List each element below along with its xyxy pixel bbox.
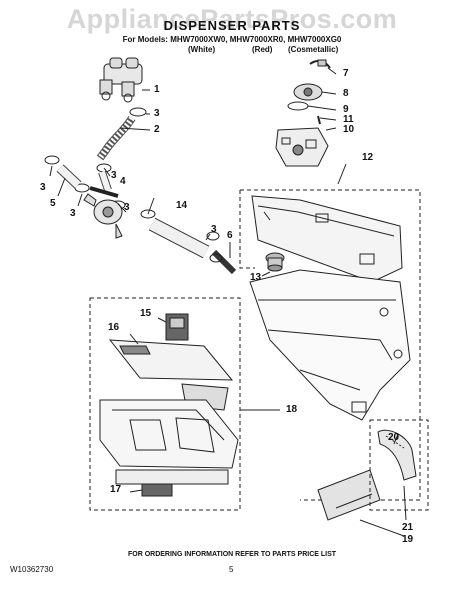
callout-1: 1 xyxy=(154,84,160,95)
siphon-part-20 xyxy=(377,429,417,481)
drawer-handle-part-19 xyxy=(317,469,381,521)
models-line: For Models: MHW7000XW0, MHW7000XR0, MHW7… xyxy=(122,35,342,44)
callout-10: 10 xyxy=(343,124,355,135)
callout-13: 13 xyxy=(250,272,262,283)
callout-3-e: 3 xyxy=(124,202,130,213)
watermark: AppliancePartsPros.com xyxy=(66,4,398,34)
nozzle-housing xyxy=(83,186,123,239)
document-number: W10362730 xyxy=(10,565,54,574)
callout-16: 16 xyxy=(108,322,120,333)
callout-3-a: 3 xyxy=(154,108,160,119)
callout-9: 9 xyxy=(343,104,349,115)
callout-20: 20 xyxy=(388,432,400,443)
water-valve-part-1 xyxy=(99,57,143,103)
actuator-part-10 xyxy=(275,127,329,167)
callout-3-b: 3 xyxy=(111,170,117,181)
callout-3-f: 3 xyxy=(211,224,217,235)
ordering-note: FOR ORDERING INFORMATION REFER TO PARTS … xyxy=(127,551,337,558)
callout-3-c: 3 xyxy=(40,182,46,193)
corrugated-hose-part-2 xyxy=(96,115,136,161)
callout-14: 14 xyxy=(176,200,188,211)
long-hose-part-14 xyxy=(148,217,210,259)
callout-4: 4 xyxy=(120,176,126,187)
page-title: DISPENSER PARTS xyxy=(163,18,301,33)
color-white: (White) xyxy=(188,45,216,54)
callout-12: 12 xyxy=(362,152,374,163)
page-number: 5 xyxy=(229,565,234,574)
callout-8: 8 xyxy=(343,88,349,99)
callout-11: 11 xyxy=(343,114,354,125)
callout-15: 15 xyxy=(140,308,152,319)
grommet-part-13 xyxy=(265,252,285,272)
callout-21: 21 xyxy=(402,522,414,533)
dispenser-housing-part-12 xyxy=(249,195,411,421)
drawer-body xyxy=(99,399,239,497)
color-red: (Red) xyxy=(252,45,273,54)
drawer-lid-part-16 xyxy=(108,339,234,411)
callout-3-d: 3 xyxy=(70,208,76,219)
callout-19: 19 xyxy=(402,534,414,545)
callout-18: 18 xyxy=(286,404,298,415)
color-cosmetallic: (Cosmetallic) xyxy=(288,45,339,54)
callout-17: 17 xyxy=(110,484,122,495)
callout-6: 6 xyxy=(227,230,233,241)
callout-5: 5 xyxy=(50,198,56,209)
callout-7: 7 xyxy=(343,68,349,79)
callout-2: 2 xyxy=(154,124,160,135)
